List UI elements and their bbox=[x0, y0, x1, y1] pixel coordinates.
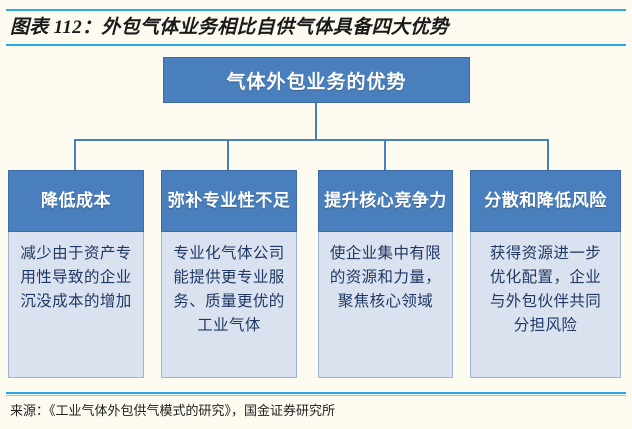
title-rule-top bbox=[6, 9, 626, 11]
connector-drop-3 bbox=[384, 139, 386, 170]
branch-card-1-header: 降低成本 bbox=[8, 170, 144, 232]
title-rule-bottom bbox=[6, 44, 626, 46]
footer-rule-top bbox=[6, 392, 626, 394]
connector-drop-1 bbox=[74, 139, 76, 170]
connector-drop-4 bbox=[547, 139, 549, 170]
branch-card-1: 降低成本 减少由于资产专用性导致的企业沉没成本的增加 bbox=[8, 170, 144, 378]
branch-card-4-body: 获得资源进一步优化配置，企业与外包伙伴共同分担风险 bbox=[470, 232, 621, 378]
branch-card-3-header: 提升核心竞争力 bbox=[318, 170, 453, 232]
footer-rule-bottom bbox=[6, 395, 626, 396]
branch-card-3: 提升核心竞争力 使企业集中有限的资源和力量，聚焦核心领域 bbox=[318, 170, 453, 378]
source-note: 来源：《工业气体外包供气模式的研究》，国金证券研究所 bbox=[10, 403, 336, 418]
connector-stem bbox=[315, 103, 317, 140]
root-node-label: 气体外包业务的优势 bbox=[226, 71, 407, 93]
branch-card-2-header: 弥补专业性不足 bbox=[161, 170, 297, 232]
page-title: 图表 112：外包气体业务相比自供气体具备四大优势 bbox=[10, 17, 449, 38]
branch-card-3-body: 使企业集中有限的资源和力量，聚焦核心领域 bbox=[318, 232, 453, 378]
connector-bus bbox=[74, 139, 549, 141]
branch-card-1-body: 减少由于资产专用性导致的企业沉没成本的增加 bbox=[8, 232, 144, 378]
branch-card-4-header: 分散和降低风险 bbox=[470, 170, 621, 232]
branch-card-2: 弥补专业性不足 专业化气体公司能提供更专业服务、质量更优的工业气体 bbox=[161, 170, 297, 378]
root-node: 气体外包业务的优势 bbox=[163, 57, 470, 103]
branch-card-4: 分散和降低风险 获得资源进一步优化配置，企业与外包伙伴共同分担风险 bbox=[470, 170, 621, 378]
branch-card-2-body: 专业化气体公司能提供更专业服务、质量更优的工业气体 bbox=[161, 232, 297, 378]
connector-drop-2 bbox=[227, 139, 229, 170]
